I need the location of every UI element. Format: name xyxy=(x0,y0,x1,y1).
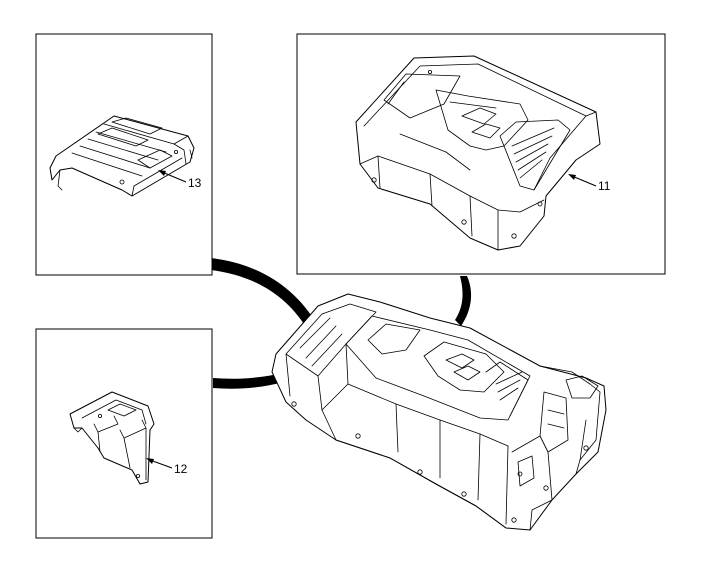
cover-plate-13 xyxy=(49,115,195,197)
end-bracket-12 xyxy=(69,391,155,485)
main-assembly xyxy=(271,293,607,531)
leader-12-arrowhead xyxy=(146,458,154,464)
detail-frame-12: 12 xyxy=(35,328,213,539)
leader-11-arrowhead xyxy=(568,174,576,180)
callout-13: 13 xyxy=(188,176,202,190)
top-cover-11 xyxy=(355,55,601,251)
callout-11: 11 xyxy=(598,179,611,193)
connector-band-12 xyxy=(213,370,294,389)
connector-band-11 xyxy=(455,276,472,326)
detail-frame-11: 11 xyxy=(296,33,666,275)
detail-frame-13: 13 xyxy=(35,33,213,276)
leader-12 xyxy=(149,459,173,469)
leader-13-arrowhead xyxy=(158,170,166,176)
callout-12: 12 xyxy=(174,462,188,476)
leader-13 xyxy=(161,171,187,183)
leader-11 xyxy=(571,175,597,187)
